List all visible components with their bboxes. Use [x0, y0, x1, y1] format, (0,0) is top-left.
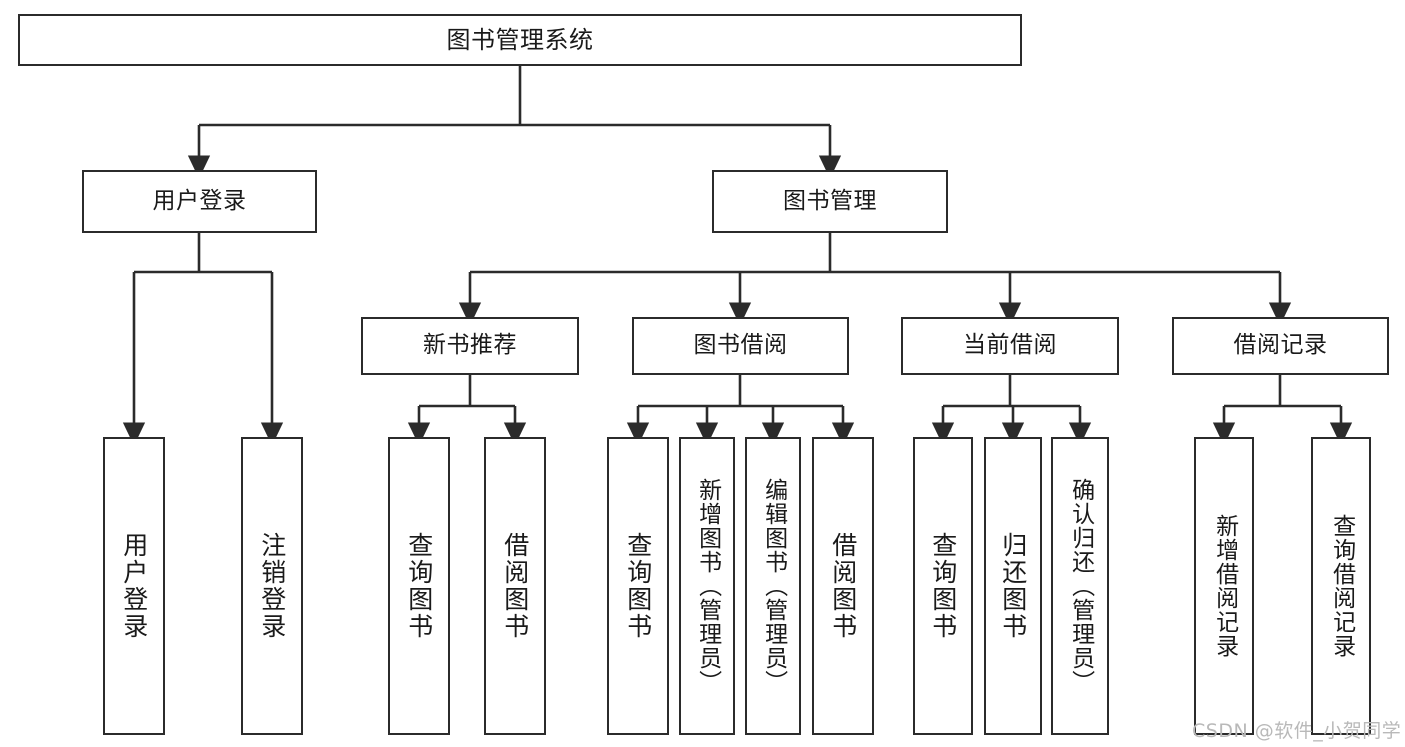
- node-leaf-query-borrow-record[interactable]: 查询借阅记录: [1311, 437, 1371, 735]
- node-leaf-user-logout-label: 注销登录: [257, 532, 287, 640]
- node-book-manage[interactable]: 图书管理: [712, 170, 948, 233]
- watermark-text: CSDN @软件_小贺同学: [1192, 720, 1402, 742]
- node-new-book-recommend-label: 新书推荐: [423, 332, 517, 359]
- node-leaf-add-borrow-record[interactable]: 新增借阅记录: [1194, 437, 1254, 735]
- node-leaf-query-book-1-label: 查询图书: [404, 532, 434, 640]
- node-leaf-borrow-book-1-label: 借阅图书: [500, 532, 530, 640]
- node-leaf-confirm-return-admin[interactable]: 确认归还（管理员）: [1051, 437, 1109, 735]
- node-root-label: 图书管理系统: [446, 25, 594, 54]
- node-leaf-borrow-book-2[interactable]: 借阅图书: [812, 437, 874, 735]
- node-leaf-query-book-2-label: 查询图书: [623, 532, 653, 640]
- node-root[interactable]: 图书管理系统: [18, 14, 1022, 66]
- node-leaf-confirm-return-admin-label: 确认归还（管理员）: [1067, 478, 1094, 694]
- node-leaf-add-book-admin[interactable]: 新增图书（管理员）: [679, 437, 735, 735]
- node-book-borrow-label: 图书借阅: [693, 332, 788, 359]
- node-leaf-user-logout[interactable]: 注销登录: [241, 437, 303, 735]
- node-leaf-query-book-3-label: 查询图书: [928, 532, 958, 640]
- node-leaf-return-book-label: 归还图书: [998, 532, 1028, 640]
- node-borrow-record-label: 借阅记录: [1233, 332, 1328, 359]
- node-book-borrow[interactable]: 图书借阅: [632, 317, 849, 375]
- node-leaf-add-book-admin-label: 新增图书（管理员）: [694, 478, 721, 694]
- node-user-login[interactable]: 用户登录: [82, 170, 317, 233]
- node-leaf-user-login-label: 用户登录: [119, 532, 149, 640]
- node-leaf-edit-book-admin[interactable]: 编辑图书（管理员）: [745, 437, 801, 735]
- node-leaf-user-login[interactable]: 用户登录: [103, 437, 165, 735]
- node-book-manage-label: 图书管理: [783, 187, 877, 214]
- node-leaf-return-book[interactable]: 归还图书: [984, 437, 1042, 735]
- node-leaf-query-book-3[interactable]: 查询图书: [913, 437, 973, 735]
- node-leaf-query-book-2[interactable]: 查询图书: [607, 437, 669, 735]
- node-leaf-query-borrow-record-label: 查询借阅记录: [1328, 514, 1355, 658]
- node-current-borrow-label: 当前借阅: [963, 332, 1057, 359]
- node-user-login-label: 用户登录: [152, 187, 247, 214]
- node-leaf-edit-book-admin-label: 编辑图书（管理员）: [760, 478, 787, 694]
- node-leaf-borrow-book-2-label: 借阅图书: [828, 532, 858, 640]
- node-borrow-record[interactable]: 借阅记录: [1172, 317, 1389, 375]
- node-leaf-query-book-1[interactable]: 查询图书: [388, 437, 450, 735]
- node-current-borrow[interactable]: 当前借阅: [901, 317, 1119, 375]
- node-leaf-add-borrow-record-label: 新增借阅记录: [1211, 514, 1238, 658]
- node-new-book-recommend[interactable]: 新书推荐: [361, 317, 579, 375]
- node-leaf-borrow-book-1[interactable]: 借阅图书: [484, 437, 546, 735]
